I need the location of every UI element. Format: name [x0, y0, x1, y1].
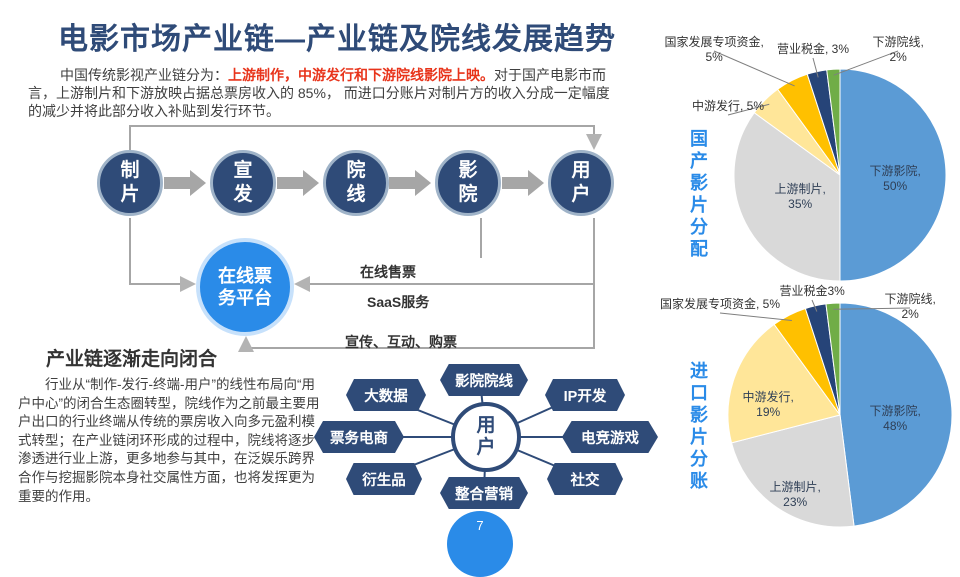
chart1-title: 国产影片分配: [690, 129, 708, 259]
pie2-label-2: 中游发行, 19%: [742, 390, 794, 419]
page-title: 电影市场产业链—产业链及院线发展趋势: [58, 23, 616, 56]
pie1-slice-1: [733, 111, 841, 282]
pie2-label-4: 营业税金3%: [779, 284, 845, 298]
pie2-slice-2: [727, 323, 841, 444]
pie2-leader-3: [719, 312, 792, 322]
pie1-leader-2: [727, 103, 770, 116]
pie2-label-5: 下游院线, 2%: [884, 292, 936, 321]
pie1-leader-5: [833, 50, 899, 76]
pie1-leader-3: [713, 50, 795, 87]
node-cinema: 影院: [435, 150, 501, 216]
pie2-slice-1: [730, 414, 855, 528]
pie1-leader-4: [812, 57, 819, 78]
pie2-slice-0: [839, 302, 953, 527]
node-promotion: 宣发: [210, 150, 276, 216]
chain-arrows: [164, 170, 544, 196]
label-online-ticketing: 在线售票: [360, 264, 416, 280]
pie2-leader-5: [833, 307, 911, 310]
eco-ip-development: IP开发: [545, 379, 625, 411]
intro-prefix: 中国传统影视产业链分为：: [60, 67, 228, 83]
section-body: 行业从“制作-发行-终端-用户”的线性布局向“用户中心”的闭合生态圈转型，院线作…: [18, 377, 320, 504]
intro-suffix: 对于国产电影市而言，上游制片和下游放映占据总票房收入的 85%， 而进口分账片对…: [28, 67, 610, 119]
node-production: 制片: [97, 150, 163, 216]
section-title: 产业链逐渐走向闭合: [46, 349, 218, 370]
pie2-leader-4: [811, 299, 818, 312]
pie1-slice-5: [826, 68, 841, 176]
intro-paragraph: 中国传统影视产业链分为：上游制作，中游发行和下游院线影院上映。对于国产电影市而言…: [28, 66, 618, 120]
pie1-slice-0: [839, 68, 947, 282]
intro-highlight: 上游制作，中游发行和下游院线影院上映。: [228, 67, 494, 83]
pie2-label-1: 上游制片, 23%: [769, 480, 821, 509]
pie1-label-0: 下游影院, 50%: [869, 164, 921, 193]
pie1-label-5: 下游院线, 2%: [872, 35, 924, 64]
eco-center-user: 用户: [451, 402, 521, 472]
pie-charts: [713, 50, 953, 528]
label-promo-interact: 宣传、互动、购票: [345, 334, 457, 350]
eco-social: 社交: [547, 463, 623, 495]
chart2-title: 进口影片分账: [690, 361, 708, 491]
eco-integrated-marketing: 整合营销: [440, 477, 528, 509]
eco-esports-games: 电竞游戏: [562, 421, 658, 453]
eco-cinema-chain: 影院院线: [440, 364, 528, 396]
pie2-label-0: 下游影院, 48%: [869, 404, 921, 433]
eco-ticket-ecommerce: 票务电商: [314, 421, 404, 453]
pie1-label-2: 中游发行, 5%: [692, 99, 765, 113]
online-ticketing-platform: 在线票务平台: [196, 238, 294, 336]
eco-merchandise: 衍生品: [346, 463, 422, 495]
pie2-label-3: 国家发展专项资金, 5%: [660, 297, 781, 311]
eco-big-data: 大数据: [346, 379, 426, 411]
label-saas: SaaS服务: [367, 294, 430, 310]
pie1-label-4: 营业税金, 3%: [777, 42, 850, 56]
pie1-label-1: 上游制片, 35%: [774, 182, 826, 211]
pie1-label-3: 国家发展专项资金, 5%: [664, 35, 764, 64]
node-theater-chain: 院线: [323, 150, 389, 216]
feedback-lines: [129, 125, 602, 352]
node-user: 用户: [548, 150, 614, 216]
pie2-slice-5: [825, 302, 841, 416]
